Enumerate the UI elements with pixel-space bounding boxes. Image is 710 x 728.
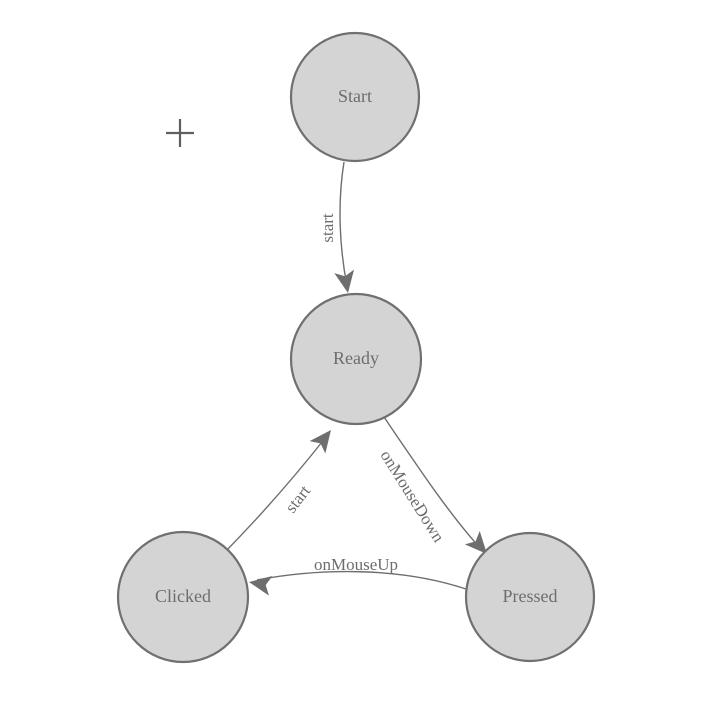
markers-layer	[166, 119, 194, 147]
node-label: Clicked	[155, 586, 211, 606]
edge-label: start	[281, 481, 314, 516]
node-circle[interactable]	[116, 530, 250, 664]
edge-label: start	[318, 213, 337, 243]
arrowhead-icon	[309, 430, 331, 454]
arrowhead-icon	[249, 575, 273, 596]
node-circle[interactable]	[289, 31, 421, 163]
node-ready[interactable]: Ready	[289, 292, 423, 426]
node-pressed[interactable]: Pressed	[464, 531, 596, 663]
edge-pressed-to-clicked[interactable]: onMouseUp	[247, 555, 467, 596]
node-start[interactable]: Start	[289, 31, 421, 163]
edge-label: onMouseUp	[314, 555, 398, 574]
arrowhead-icon	[334, 269, 355, 293]
node-circle[interactable]	[289, 292, 423, 426]
edge-ready-to-pressed[interactable]: onMouseDown	[377, 416, 495, 561]
edge-line	[256, 570, 467, 590]
node-circle[interactable]	[464, 531, 596, 663]
edge-label: onMouseDown	[377, 447, 449, 546]
edge-line	[383, 416, 482, 550]
node-label: Ready	[333, 348, 379, 368]
node-clicked[interactable]: Clicked	[116, 530, 250, 664]
edge-line	[339, 161, 348, 287]
node-label: Start	[338, 86, 372, 106]
node-label: Pressed	[503, 586, 558, 606]
edge-clicked-to-ready[interactable]: start	[225, 424, 339, 552]
edge-start-to-ready[interactable]: start	[318, 161, 358, 295]
crosshair-marker[interactable]	[166, 119, 194, 147]
arrowhead-icon	[464, 530, 487, 554]
edge-line	[225, 436, 327, 552]
